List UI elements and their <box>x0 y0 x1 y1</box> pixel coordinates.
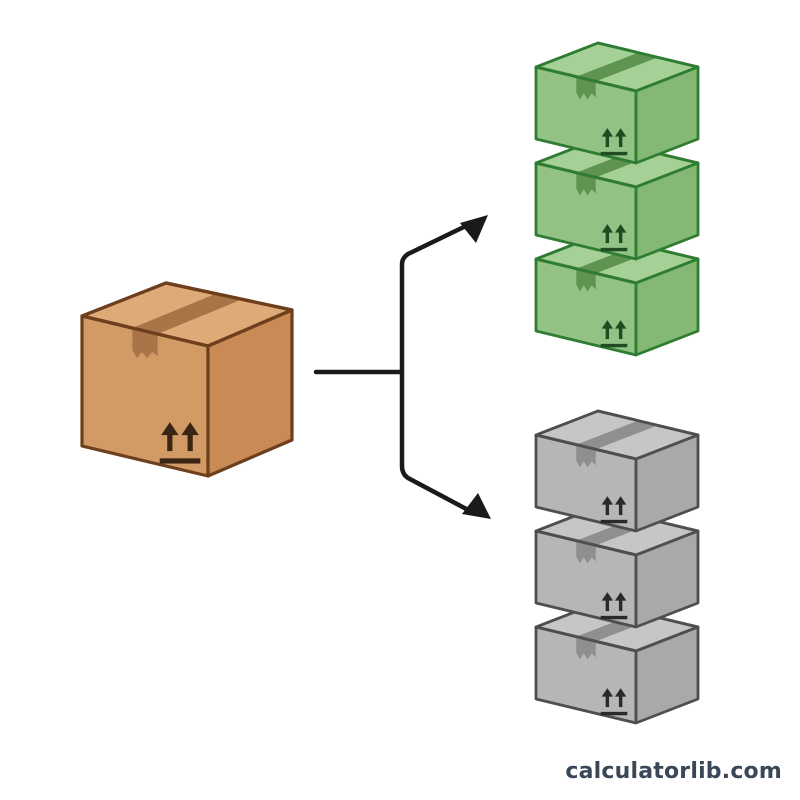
gray-stack <box>534 409 700 725</box>
arrow-head-down-icon <box>462 493 491 519</box>
base-line <box>600 247 628 252</box>
box-front-edge <box>535 625 637 653</box>
up-arrowhead <box>614 224 627 233</box>
up-arrow-shaft <box>605 599 610 612</box>
packing-tape-flap <box>576 636 596 660</box>
up-arrowhead <box>601 224 614 233</box>
up-arrowhead <box>614 688 627 697</box>
green-stack <box>534 41 700 357</box>
up-arrowhead <box>614 496 627 505</box>
up-arrowhead <box>601 320 614 329</box>
base-line <box>600 615 628 620</box>
base-line <box>600 151 628 156</box>
box-front-edge <box>535 65 637 93</box>
arrow-head-up-icon <box>460 215 488 243</box>
up-arrow-shaft <box>605 231 610 244</box>
base-line <box>600 519 628 524</box>
box-front-edge <box>81 314 209 348</box>
up-arrow-shaft <box>187 433 193 452</box>
packing-tape <box>576 420 658 450</box>
green-stack-box-1 <box>534 41 700 165</box>
arrow-connector <box>313 221 475 515</box>
packing-tape <box>576 52 658 82</box>
up-arrowhead <box>181 422 199 436</box>
up-arrowhead <box>614 128 627 137</box>
packing-tape-flap <box>576 444 596 468</box>
up-arrowhead <box>601 128 614 137</box>
this-side-up-icon <box>600 496 628 524</box>
up-arrow-shaft <box>618 231 623 244</box>
packing-tape-flap <box>576 540 596 564</box>
up-arrow-shaft <box>618 503 623 516</box>
up-arrow-shaft <box>605 695 610 708</box>
this-side-up-icon <box>600 224 628 252</box>
base-line <box>159 458 201 464</box>
up-arrow-shaft <box>618 135 623 148</box>
packing-tape-flap <box>576 172 596 196</box>
up-arrow-shaft <box>618 695 623 708</box>
up-arrow-shaft <box>605 135 610 148</box>
this-side-up-icon <box>600 320 628 348</box>
box-front-edge <box>535 529 637 557</box>
base-line <box>600 711 628 716</box>
packing-tape-flap <box>576 76 596 100</box>
gray-stack-box-1 <box>534 409 700 533</box>
watermark-text: calculatorlib.com <box>565 759 782 784</box>
up-arrow-shaft <box>618 599 623 612</box>
green-stack-box-3 <box>534 233 700 357</box>
base-line <box>600 343 628 348</box>
packing-tape-flap <box>576 268 596 292</box>
source-box <box>80 281 294 478</box>
box-front-edge <box>535 433 637 461</box>
this-side-up-icon <box>600 592 628 620</box>
this-side-up-icon <box>159 422 201 464</box>
box-front-edge <box>535 257 637 285</box>
up-arrowhead <box>601 496 614 505</box>
up-arrowhead <box>161 422 179 436</box>
packing-tape <box>132 293 242 335</box>
split-arrow <box>313 215 491 519</box>
up-arrow-shaft <box>605 503 610 516</box>
up-arrow-shaft <box>605 327 610 340</box>
gray-stack-box-3 <box>534 601 700 725</box>
this-side-up-icon <box>600 688 628 716</box>
box-front-edge <box>535 161 637 189</box>
this-side-up-icon <box>600 128 628 156</box>
up-arrowhead <box>614 592 627 601</box>
packing-tape-flap <box>132 327 158 359</box>
up-arrowhead <box>601 592 614 601</box>
source-cardboard-box <box>80 281 294 478</box>
up-arrow-shaft <box>167 433 173 452</box>
up-arrow-shaft <box>618 327 623 340</box>
up-arrowhead <box>601 688 614 697</box>
green-stack-box-2 <box>534 137 700 261</box>
up-arrowhead <box>614 320 627 329</box>
